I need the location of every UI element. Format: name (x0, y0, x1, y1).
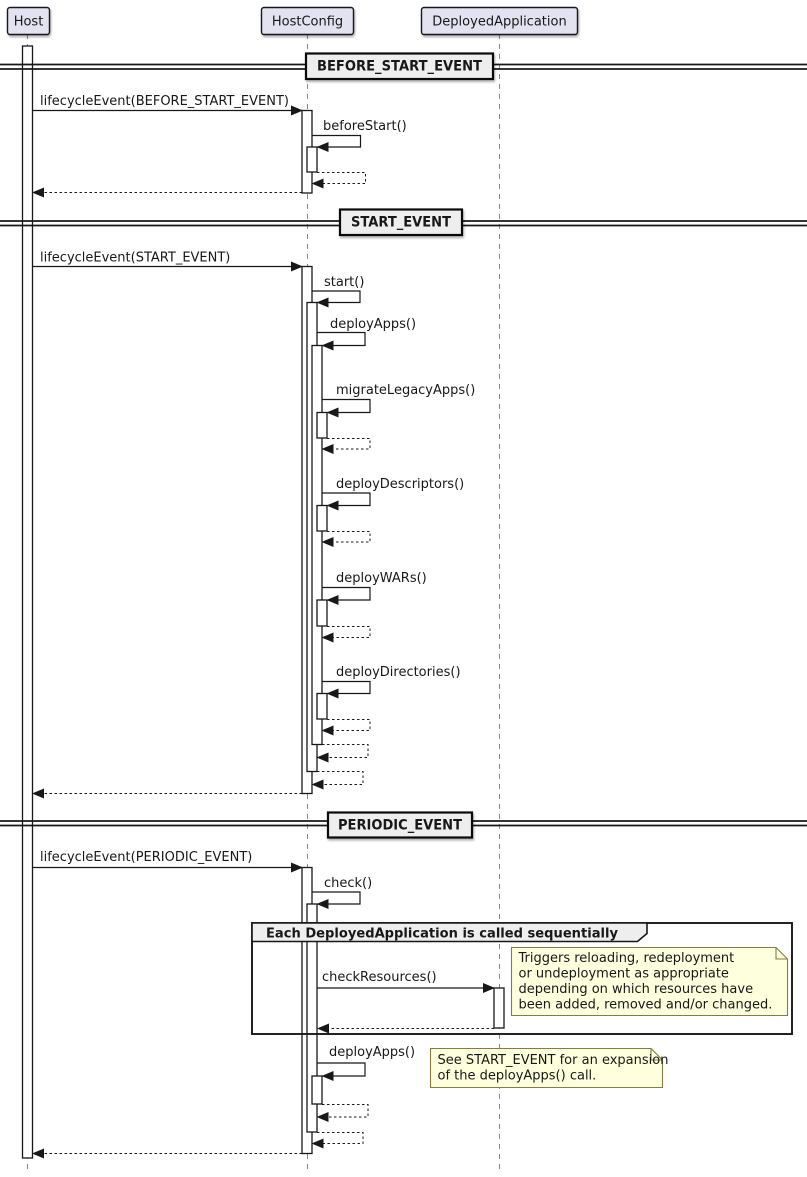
participant-label: HostConfig (272, 15, 343, 30)
note-line: See START_EVENT for an expansion (438, 1053, 669, 1068)
message-label-lifecycle-before-start: lifecycleEvent(BEFORE_START_EVENT) (40, 94, 289, 109)
hostconfig-nested-activation-bar (306, 146, 318, 173)
participant-box (6, 6, 51, 36)
divider-before-start-event: BEFORE_START_EVENT (0, 52, 807, 81)
self-call-deploy-apps-periodic (317, 1062, 366, 1081)
group-header-label: Each DeployedApplication is called seque… (266, 927, 619, 942)
message-label-deploy-descriptors: deployDescriptors() (336, 477, 464, 492)
note-line: or undeployment as appropriate (519, 967, 729, 982)
message-label-start: start() (324, 275, 364, 290)
section-start-event: lifecycleEvent(START_EVENT) start() depl… (32, 251, 475, 799)
self-return-check (311, 1132, 364, 1149)
self-return-before-start (311, 172, 366, 189)
self-call-deploy-wars (322, 586, 371, 605)
note-line: Triggers reloading, redeployment (518, 951, 735, 966)
message-label-check: check() (324, 876, 372, 891)
section-periodic-event: lifecycleEvent(PERIODIC_EVENT) check() c… (32, 850, 505, 1159)
self-return-migrate-legacy-apps (321, 438, 371, 454)
section-before-start-event: lifecycleEvent(BEFORE_START_EVENT) befor… (32, 94, 407, 198)
participant-label: DeployedApplication (432, 15, 566, 30)
self-call-deploy-directories (322, 680, 371, 699)
divider-label: BEFORE_START_EVENT (317, 59, 482, 75)
self-call-check (312, 891, 361, 909)
self-return-deploy-descriptors (321, 531, 371, 547)
self-return-deploy-directories (321, 719, 371, 736)
divider-periodic-event: PERIODIC_EVENT (0, 811, 807, 839)
self-call-deploy-descriptors (322, 492, 371, 511)
check-activation-bar (306, 903, 318, 1133)
message-label-lifecycle-start: lifecycleEvent(START_EVENT) (40, 251, 230, 266)
note-line: depending on which resources have (519, 982, 754, 997)
note-deploy-apps: See START_EVENT for an expansion of the … (429, 1047, 669, 1089)
self-call-deploy-apps (317, 331, 366, 351)
message-label-deploy-apps-periodic: deployApps() (329, 1045, 415, 1060)
lifelines (27, 34, 500, 1172)
migrate-legacy-apps-activation-bar (316, 411, 328, 439)
note-check-resources: Triggers reloading, redeployment or unde… (510, 946, 789, 1017)
deploy-directories-activation-bar (316, 692, 328, 720)
note-body (429, 1047, 664, 1089)
note-fold-corner (650, 1048, 663, 1061)
message-label-before-start: beforeStart() (323, 119, 407, 134)
note-fold-corner (775, 947, 788, 960)
note-line: of the deployApps() call. (438, 1069, 597, 1084)
participant-label: Host (14, 15, 44, 30)
message-label-deploy-apps: deployApps() (330, 317, 416, 332)
group-header (251, 922, 648, 943)
message-label-migrate-legacy-apps: migrateLegacyApps() (336, 383, 475, 398)
deployedapplication-activation-bar (493, 987, 505, 1029)
message-label-check-resources: checkResources() (322, 970, 437, 985)
self-call-migrate-legacy-apps (322, 398, 371, 418)
deploy-wars-activation-bar (316, 599, 328, 627)
note-line: been added, removed and/or changed. (519, 998, 773, 1013)
divider-start-event: START_EVENT (0, 208, 807, 237)
divider-label: PERIODIC_EVENT (338, 818, 462, 834)
self-return-start (311, 771, 364, 790)
self-return-deploy-wars (321, 626, 371, 643)
deploy-descriptors-activation-bar (316, 504, 328, 532)
message-label-deploy-wars: deployWARs() (336, 571, 427, 586)
divider-box (326, 811, 474, 839)
self-return-deploy-apps-periodic (316, 1104, 369, 1122)
self-call-start (312, 290, 361, 308)
deploy-apps-activation-bar (311, 344, 323, 746)
note-body (510, 946, 789, 1017)
message-label-deploy-directories: deployDirectories() (336, 665, 461, 680)
participant-deployedapplication: DeployedApplication (420, 6, 579, 36)
host-activation-bar (21, 45, 34, 1159)
participant-box (260, 6, 355, 36)
self-return-deploy-apps (316, 744, 369, 763)
deploy-apps-periodic-activation-bar (311, 1075, 323, 1105)
divider-label: START_EVENT (351, 215, 451, 231)
divider-box (304, 52, 495, 81)
participant-hostconfig: HostConfig (260, 6, 355, 36)
participant-host: Host (6, 6, 51, 36)
divider-box (338, 208, 464, 237)
participant-box (420, 6, 579, 36)
message-label-lifecycle-periodic: lifecycleEvent(PERIODIC_EVENT) (40, 850, 252, 865)
self-call-before-start (312, 134, 362, 152)
group-sequential-frame: Each DeployedApplication is called seque… (251, 922, 793, 1035)
